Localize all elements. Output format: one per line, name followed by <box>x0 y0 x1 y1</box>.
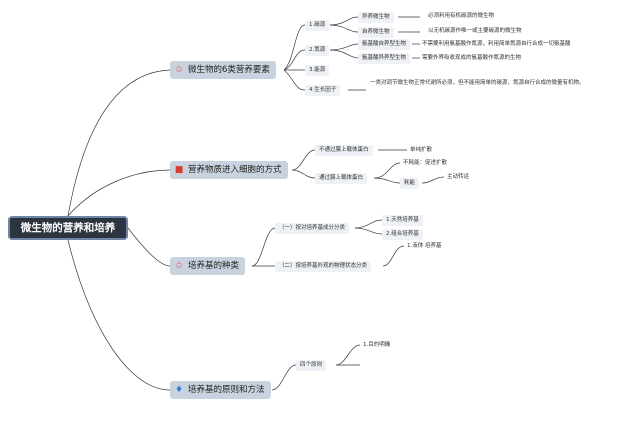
simple-diffusion[interactable]: 单纯扩散 <box>410 147 433 153</box>
amino-acid-heterotroph[interactable]: 氨基酸异养型生物 <box>358 53 411 64</box>
energy-consuming[interactable]: 耗能 <box>400 178 420 189</box>
liquid-medium[interactable]: 1.液体 培养基 <box>407 243 442 249</box>
topic-medium-types[interactable]: ✩ 培养基的种类 <box>170 257 246 275</box>
autotroph-desc: 以无机碳源作唯一或主要碳源的微生物 <box>428 28 522 34</box>
nitrogen-source[interactable]: 2.氮源 <box>305 45 330 56</box>
flame-icon: ♦ <box>174 385 184 395</box>
synthetic-medium[interactable]: 2.组合培养基 <box>382 229 423 240</box>
energy-source[interactable]: 3.能源 <box>305 65 330 76</box>
by-component[interactable]: （一）按对培养基成分分类 <box>275 223 350 234</box>
clear-purpose[interactable]: 1.目的明确 <box>363 342 391 348</box>
amino-acid-autotroph[interactable]: 氨基酸自养型生物 <box>358 39 411 50</box>
growth-factor-desc: 一类对调节微生物正常代谢所必须，但不能用简单的碳源、氮源自行合成的微量有机物。 <box>370 80 585 86</box>
topic-label: 营养物质进入细胞的方式 <box>188 165 282 175</box>
no-carrier-protein[interactable]: 不通过膜上载体蛋白 <box>315 145 373 156</box>
heterotroph-desc: 必须利用有机碳源的微生物 <box>428 13 495 19</box>
carbon-source[interactable]: 1.碳源 <box>305 20 330 31</box>
by-physical-state[interactable]: （二）按培养基外观的物理状态分类 <box>275 261 372 272</box>
facilitated-diffusion[interactable]: 不耗能：促进扩散 <box>403 160 448 166</box>
topic-six-nutrients[interactable]: ✩ 微生物的6类营养要素 <box>170 61 276 79</box>
root-topic[interactable]: 微生物的营养和培养 <box>8 216 128 240</box>
star-icon: ✩ <box>175 65 183 75</box>
topic-label: 培养基的原则和方法 <box>188 385 265 395</box>
topic-label: 微生物的6类营养要素 <box>188 65 270 75</box>
flag-icon: ■ <box>174 165 184 175</box>
amino-acid-autotroph-desc: 不需要利用氨基酸作氮源，利用简单氮源自行合成一切氨基酸 <box>422 41 571 47</box>
topic-nutrient-entry[interactable]: ■ 营养物质进入细胞的方式 <box>170 161 288 179</box>
topic-label: 培养基的种类 <box>188 261 240 271</box>
heterotroph-microbe[interactable]: 异养微生物 <box>358 12 394 23</box>
autotroph-microbe[interactable]: 自养微生物 <box>358 27 394 38</box>
active-transport[interactable]: 主动转运 <box>447 174 470 180</box>
topic-medium-principles[interactable]: ♦ 培养基的原则和方法 <box>170 381 271 399</box>
star-icon: ✩ <box>175 261 183 271</box>
amino-acid-heterotroph-desc: 需要外界吸收现成的氨基酸作氮源的生物 <box>422 55 522 61</box>
four-principles[interactable]: 四个原则 <box>296 360 327 371</box>
growth-factor[interactable]: 4.生长因子 <box>305 85 341 96</box>
natural-medium[interactable]: 1.天然培养基 <box>382 215 423 226</box>
carrier-protein[interactable]: 通过膜上载体蛋白 <box>315 173 368 184</box>
